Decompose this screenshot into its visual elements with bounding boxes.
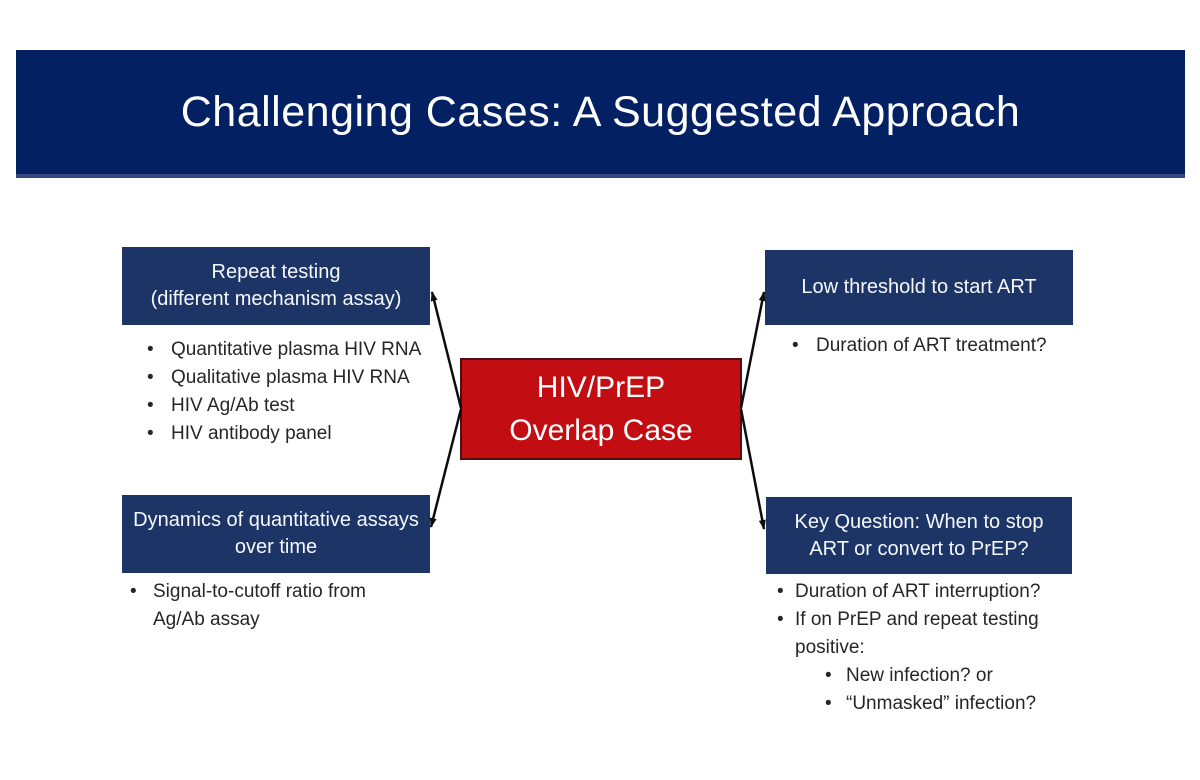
bullet-item: Duration of ART interruption?	[775, 578, 1105, 606]
box-dynamics-assays: Dynamics of quantitative assays over tim…	[122, 495, 430, 573]
bullet-list-repeat-testing: Quantitative plasma HIV RNAQualitative p…	[145, 336, 445, 448]
title-bar: Challenging Cases: A Suggested Approach	[16, 50, 1185, 178]
box-repeat-testing: Repeat testing (different mechanism assa…	[122, 247, 430, 325]
box-key-question: Key Question: When to stop ART or conver…	[766, 497, 1072, 574]
box-low-threshold-label: Low threshold to start ART	[801, 276, 1037, 298]
bullet-item: HIV antibody panel	[145, 420, 445, 448]
arrow-to-low-threshold	[739, 291, 766, 409]
arrow-to-key-question	[739, 408, 766, 530]
bullet-item: Qualitative plasma HIV RNA	[145, 364, 445, 392]
box-repeat-testing-label: Repeat testing (different mechanism assa…	[150, 261, 402, 310]
bullet-item: Signal-to-cutoff ratio from Ag/Ab assay	[128, 578, 418, 634]
bullet-list-key-question: Duration of ART interruption?If on PrEP …	[775, 578, 1105, 718]
box-key-question-label: Key Question: When to stop ART or conver…	[794, 510, 1044, 560]
bullet-item: HIV Ag/Ab test	[145, 392, 445, 420]
box-dynamics-assays-label: Dynamics of quantitative assays over tim…	[133, 509, 419, 558]
bullet-item: If on PrEP and repeat testing positive:	[775, 606, 1105, 662]
bullet-list-dynamics-assays: Signal-to-cutoff ratio from Ag/Ab assay	[128, 578, 418, 634]
center-case-label: HIV/PrEP Overlap Case	[509, 371, 693, 447]
bullet-item: “Unmasked” infection?	[823, 690, 1105, 718]
bullet-list-low-threshold: Duration of ART treatment?	[790, 332, 1100, 360]
center-case-box: HIV/PrEP Overlap Case	[460, 358, 742, 460]
slide-title: Challenging Cases: A Suggested Approach	[180, 87, 1021, 136]
bullet-item: Duration of ART treatment?	[790, 332, 1100, 360]
bullet-item: Quantitative plasma HIV RNA	[145, 336, 445, 364]
box-low-threshold: Low threshold to start ART	[765, 250, 1073, 325]
bullet-item: New infection? or	[823, 662, 1105, 690]
